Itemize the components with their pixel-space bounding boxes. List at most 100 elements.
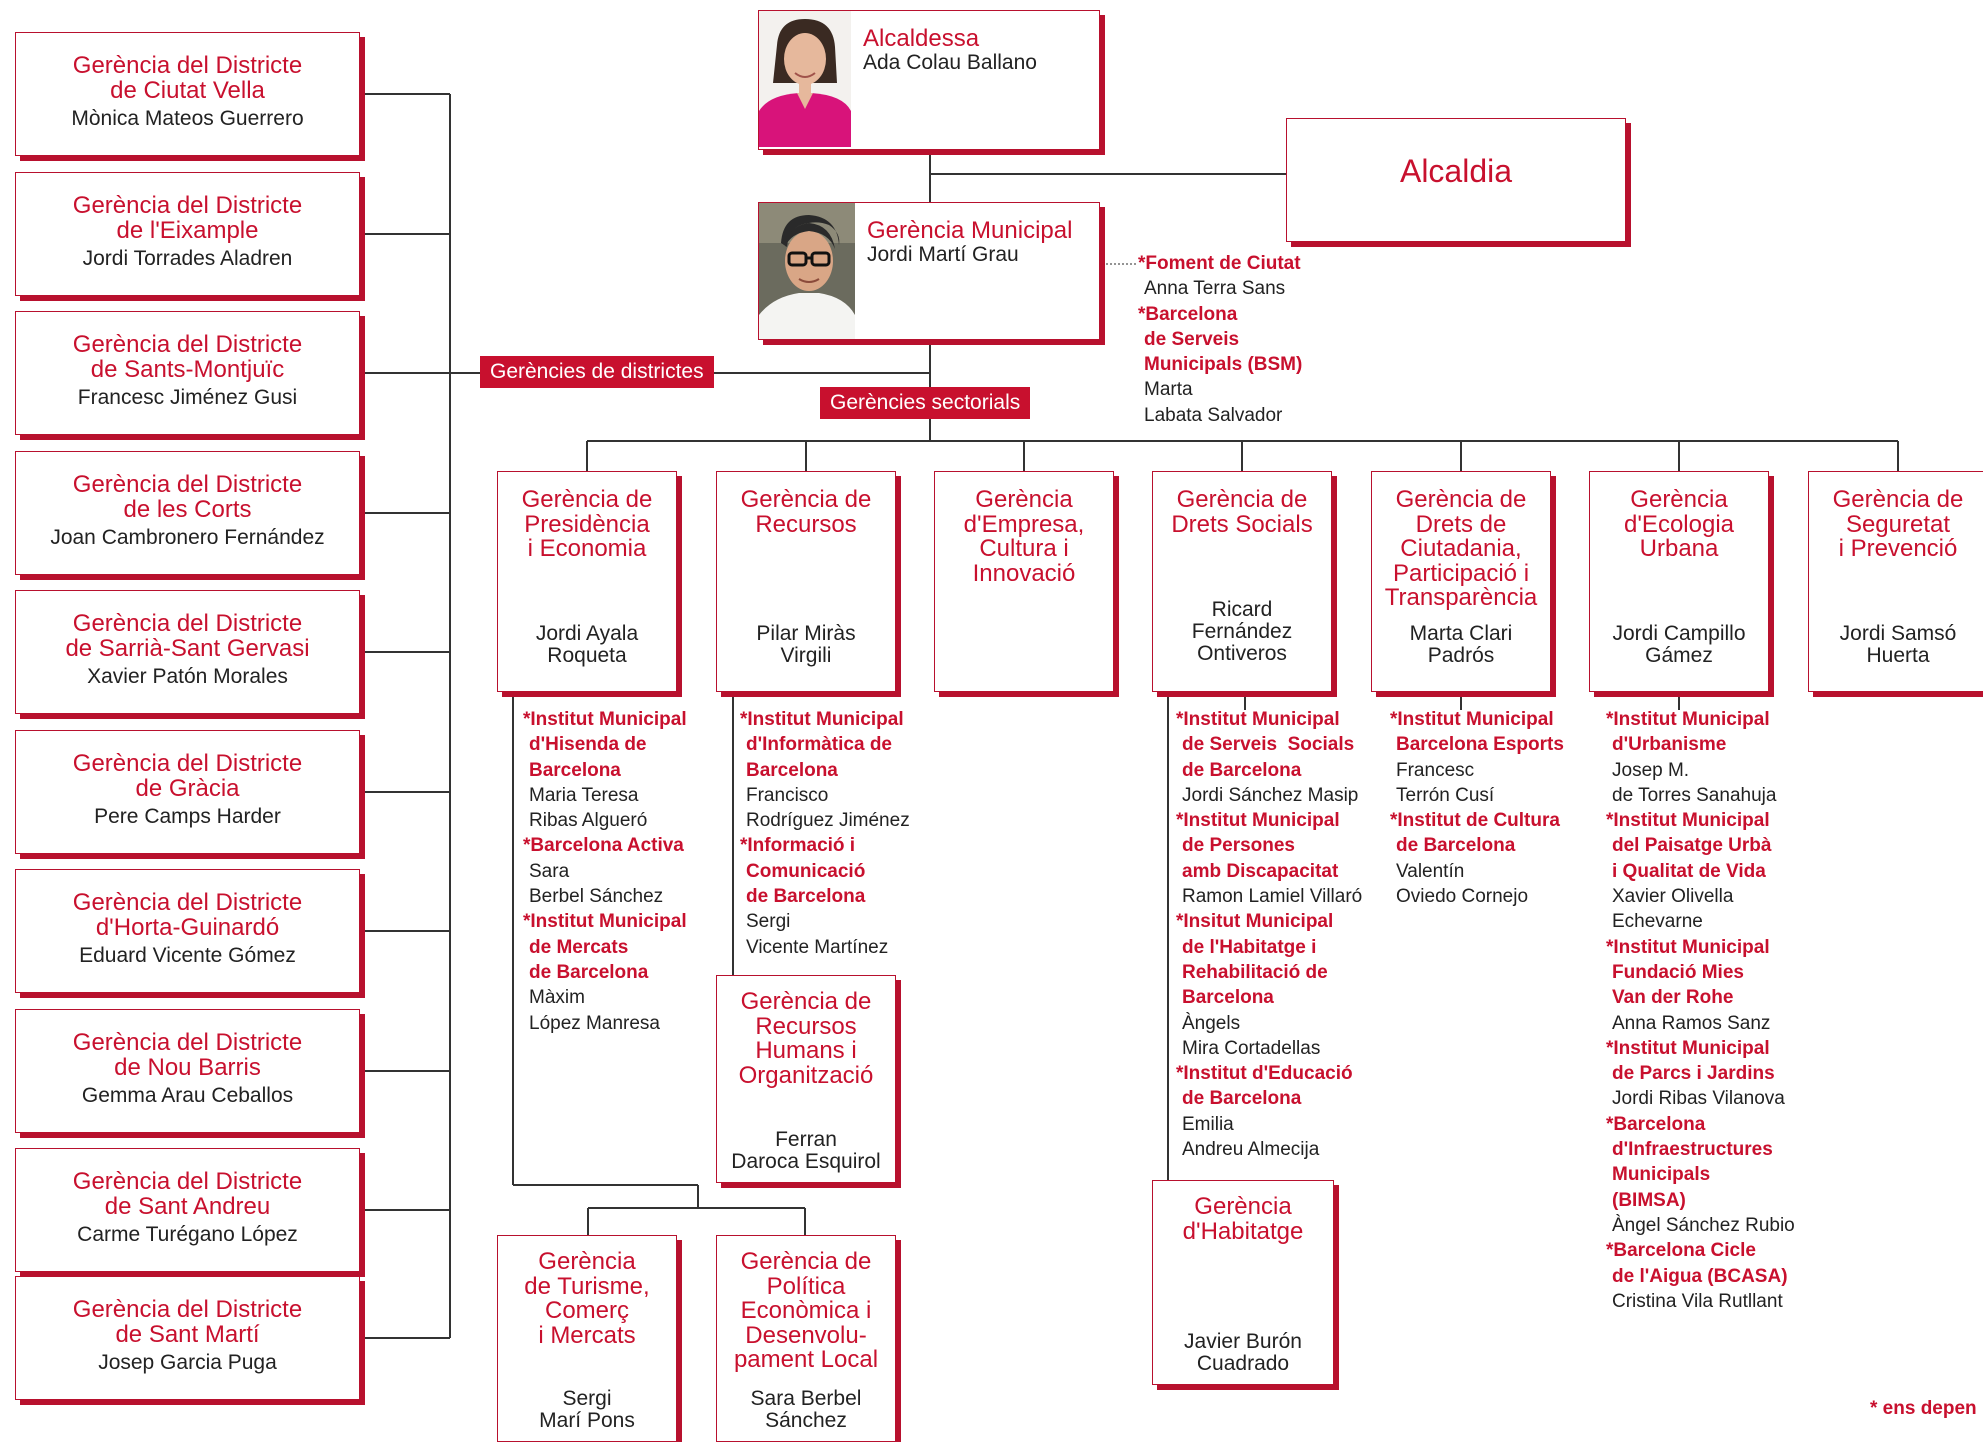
entity-manager: López Manresa (529, 1012, 660, 1034)
district-title-line: de Ciutat Vella (110, 77, 265, 104)
sector-manager-line: Gámez (1645, 644, 1713, 667)
district-manager: Pere Camps Harder (94, 805, 281, 828)
subunit-title-line: Política (766, 1272, 846, 1300)
sector-title-line: Participació i (1392, 559, 1530, 587)
district-title-line: Gerència del Districte (72, 1168, 303, 1195)
entity-name: i Qualitat de Vida (1612, 860, 1766, 882)
subunit-title-line: de Turisme, (524, 1272, 650, 1300)
subunit-manager-line: Javier Burón (1184, 1330, 1302, 1353)
entity-manager: Marta (1144, 379, 1193, 401)
entity-manager: Francesc (1396, 759, 1475, 781)
sector-title-line: Gerència de (1832, 486, 1964, 513)
district-title-line: de Nou Barris (114, 1054, 261, 1081)
sector-title-line: Gerència de (1176, 486, 1308, 513)
entity-name: *Institut Municipal (740, 709, 904, 730)
mayor-title: Alcaldessa (863, 25, 980, 52)
subunit-manager-line: Sara Berbel (750, 1387, 862, 1410)
sector-title-line: Gerència de (1395, 486, 1527, 513)
sector-title-line: Gerència de (740, 486, 872, 513)
subunit-title-line: i Mercats (538, 1321, 636, 1349)
sector-manager-line: Huerta (1866, 644, 1930, 667)
entity-manager: Àngel Sánchez Rubio (1612, 1214, 1795, 1236)
sector-manager-line: Jordi Ayala (535, 622, 639, 645)
sector-title-line: Urbana (1639, 535, 1719, 562)
entity-manager: Vicente Martínez (746, 936, 889, 958)
district-title-line: Gerència del Districte (72, 750, 303, 777)
entity-name: d'Hisenda de (529, 734, 647, 756)
entity-name: Barcelona (746, 759, 838, 781)
entity-name: Barcelona (529, 759, 621, 781)
sector-title-line: Gerència (1630, 486, 1728, 513)
entity-name: *Institut Municipal (1176, 810, 1340, 832)
entity-name: de Barcelona (1182, 1088, 1302, 1110)
subunit-manager-line: Daroca Esquirol (731, 1150, 881, 1173)
entity-name: Municipals (BSM) (1144, 354, 1303, 376)
district-title-line: Gerència del Districte (72, 889, 303, 916)
sector-manager-line: Fernández (1191, 620, 1293, 643)
entity-name: de l'Habitatge i (1182, 936, 1317, 958)
sector-manager-line: Pilar Miràs (756, 622, 856, 645)
entity-name: *Institut Municipal (1606, 810, 1770, 832)
district-title-line: Gerència del Districte (72, 471, 303, 498)
entity-name: Barcelona Esports (1396, 734, 1564, 756)
district-title-line: de Gràcia (135, 775, 240, 802)
entity-name: Barcelona (1182, 987, 1274, 1009)
entity-name: d'Informàtica de (746, 734, 892, 756)
district-title-line: d'Horta-Guinardó (95, 914, 280, 941)
municipal-name: Jordi Martí Grau (867, 243, 1019, 266)
subunit-manager-line: Cuadrado (1196, 1352, 1290, 1375)
entity-manager: Sara (529, 860, 570, 882)
sector-title-line: Seguretat (1845, 510, 1951, 538)
mayor-photo (759, 11, 851, 147)
entity-name: *Insitut Municipal (1176, 911, 1334, 933)
entity-name: *Institut Municipal (1606, 936, 1770, 958)
footnote: * ens depen (1870, 1398, 1977, 1419)
entity-manager: Terrón Cusí (1396, 784, 1495, 806)
sector-title-line: d'Empresa, (963, 510, 1085, 538)
entity-name: de Serveis (1144, 328, 1240, 350)
district-manager: Josep Garcia Puga (98, 1351, 277, 1374)
entity-name: de Parcs i Jardins (1612, 1063, 1775, 1085)
district-manager: Eduard Vicente Gómez (79, 944, 296, 967)
entity-manager: Àngels (1182, 1012, 1241, 1034)
entity-manager: Ramon Lamiel Villaró (1182, 886, 1363, 908)
subunit-title-line: Gerència (538, 1248, 636, 1275)
subunit-manager-line: Sánchez (765, 1409, 847, 1432)
entity-manager: Emilia (1182, 1113, 1234, 1135)
district-title-line: de les Corts (123, 496, 252, 523)
subunit-title-line: d'Habitatge (1182, 1217, 1304, 1245)
sectoral-label: Gerències sectorials (820, 387, 1031, 419)
sector-title-line: i Economia (527, 535, 647, 562)
entity-name: Comunicació (746, 860, 866, 882)
entity-name: de Serveis Socials (1182, 734, 1355, 756)
entity-manager: Josep M. (1612, 759, 1690, 781)
sector-title-line: Presidència (524, 510, 650, 538)
subunit-title-line: Comerç (544, 1297, 629, 1324)
entity-manager: Anna Ramos Sanz (1612, 1012, 1771, 1034)
entity-name: Fundació Mies (1612, 961, 1744, 983)
alcaldia-box: Alcaldia (1286, 118, 1626, 242)
entity-manager: Valentín (1396, 860, 1465, 882)
district-title-line: de Sarrià-Sant Gervasi (65, 635, 310, 662)
entity-name: de l'Aigua (BCASA) (1612, 1265, 1788, 1287)
district-title-line: de Sant Andreu (104, 1193, 271, 1220)
subunit-title-line: Gerència de (740, 988, 872, 1015)
entity-manager: Maria Teresa (529, 784, 639, 806)
mayor-name: Ada Colau Ballano (863, 51, 1037, 74)
